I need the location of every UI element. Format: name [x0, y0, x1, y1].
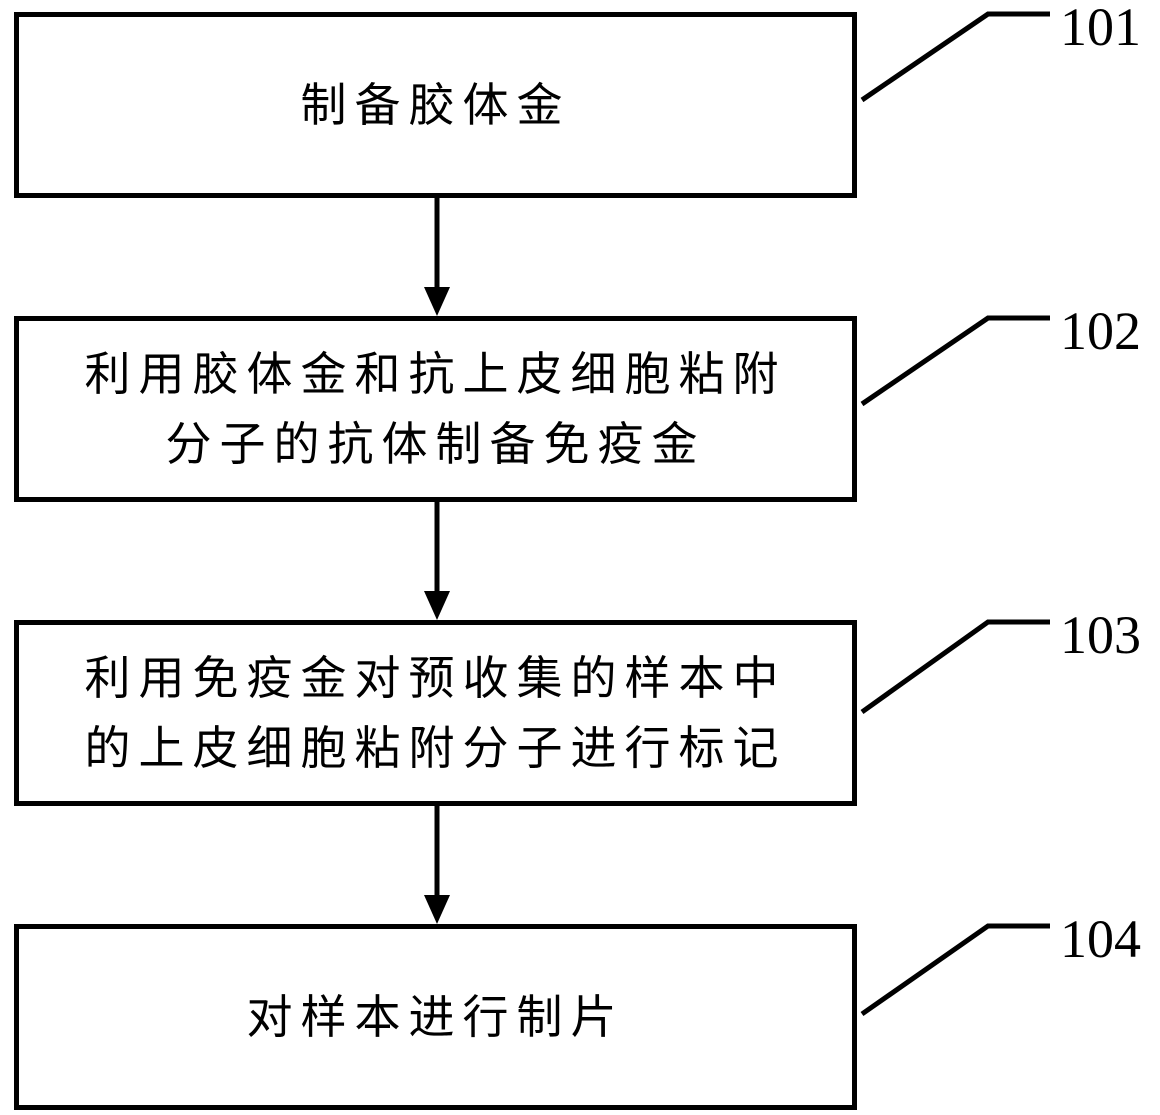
step-number-101: 101: [1060, 0, 1141, 54]
step-text-101: 制备胶体金: [301, 70, 571, 140]
flow-arrow-101-102: [424, 196, 450, 316]
step-box-104: 对样本进行制片: [14, 924, 857, 1110]
step-box-101: 制备胶体金: [14, 12, 857, 198]
step-box-103: 利用免疫金对预收集的样本中 的上皮细胞粘附分子进行标记: [14, 620, 857, 806]
leader-line-101: [862, 14, 1050, 100]
step-box-102: 利用胶体金和抗上皮细胞粘附 分子的抗体制备免疫金: [14, 316, 857, 502]
flow-arrow-103-104: [424, 804, 450, 924]
leader-line-103: [862, 622, 1050, 712]
step-number-103: 103: [1060, 608, 1141, 662]
step-text-102: 利用胶体金和抗上皮细胞粘附 分子的抗体制备免疫金: [85, 339, 787, 479]
step-text-103: 利用免疫金对预收集的样本中 的上皮细胞粘附分子进行标记: [85, 643, 787, 783]
step-text-104: 对样本进行制片: [247, 982, 625, 1052]
step-number-102: 102: [1060, 304, 1141, 358]
flow-arrow-102-103: [424, 500, 450, 620]
step-number-104: 104: [1060, 912, 1141, 966]
leader-line-104: [862, 926, 1050, 1014]
leader-line-102: [862, 318, 1050, 404]
